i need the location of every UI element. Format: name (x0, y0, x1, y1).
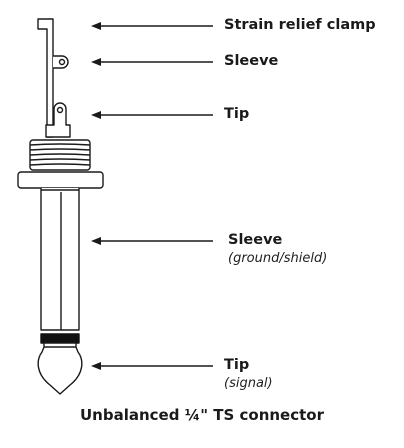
flange (17, 171, 104, 189)
label-strain-relief-clamp: Strain relief clamp (224, 17, 376, 33)
label-tip-bottom: Tip (224, 357, 250, 373)
tip-lug (45, 102, 71, 138)
label-sleeve-top: Sleeve (224, 53, 279, 69)
tip-lug-hole (56, 106, 64, 114)
insulating-band (40, 333, 80, 344)
label-tip-bottom-note: (signal) (224, 376, 273, 391)
sleeve-barrel (40, 188, 80, 331)
arrow-strain-relief (91, 22, 213, 30)
diagram-caption: Unbalanced ¼" TS connector (80, 406, 324, 424)
arrow-sleeve-body (91, 237, 213, 245)
label-sleeve-body-note: (ground/shield) (228, 251, 328, 266)
strain-relief-clamp (37, 18, 54, 138)
label-sleeve-body: Sleeve (228, 232, 283, 248)
arrow-sleeve-top (91, 58, 213, 66)
arrow-tip-bottom (91, 362, 213, 370)
arrow-tip-top (91, 111, 213, 119)
sleeve-lug-hole (58, 58, 66, 66)
label-tip-top: Tip (224, 106, 250, 122)
plug-tip (37, 342, 83, 395)
thread-lines (29, 143, 91, 166)
